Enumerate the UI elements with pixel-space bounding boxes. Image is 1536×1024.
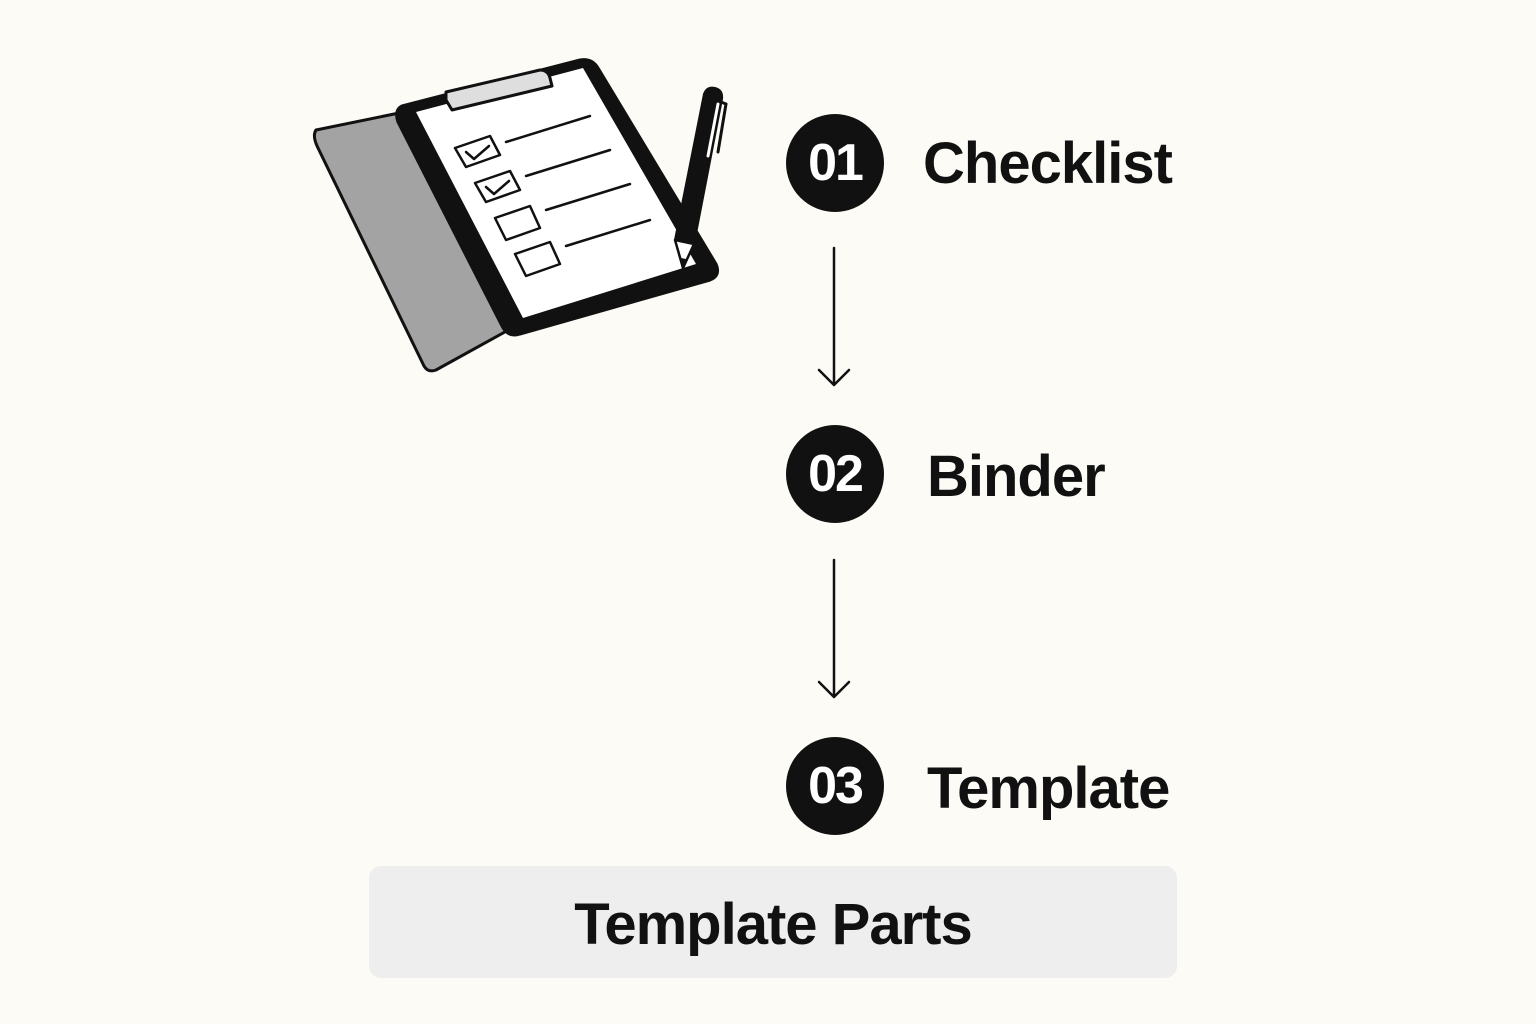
step-label-template: Template — [927, 756, 1170, 821]
step-label-checklist: Checklist — [923, 131, 1173, 196]
list-line — [564, 218, 652, 248]
checklist-paper — [416, 68, 696, 318]
footer-title-box: Template Parts — [369, 866, 1177, 978]
list-line — [544, 182, 632, 212]
step-number-badge: 03 — [786, 737, 884, 835]
list-line — [524, 148, 612, 178]
step-number-badge: 01 — [786, 114, 884, 212]
checkmark-icon — [484, 179, 511, 196]
binder-cover — [312, 110, 514, 373]
down-arrow-icon — [817, 246, 851, 387]
step-label-binder: Binder — [927, 444, 1106, 509]
down-arrow-icon — [817, 558, 851, 699]
footer-title: Template Parts — [574, 891, 973, 957]
checkbox-empty — [493, 204, 542, 242]
step-number-badge: 02 — [786, 425, 884, 523]
list-line — [504, 114, 592, 144]
checkbox-empty — [513, 240, 562, 278]
pen-icon — [673, 86, 728, 270]
checkmark-icon — [464, 144, 491, 161]
clipboard-clip — [444, 68, 554, 112]
checkbox-checked — [473, 169, 522, 204]
clipboard-checklist-with-pen-icon — [312, 58, 728, 373]
checkbox-checked — [453, 134, 502, 169]
